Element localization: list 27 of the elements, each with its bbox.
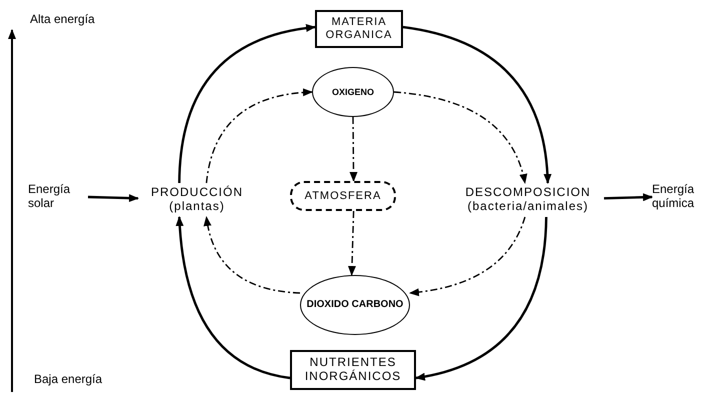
node-text: (plantas) bbox=[169, 200, 225, 214]
node-text: DESCOMPOSICION bbox=[465, 186, 591, 200]
arrow bbox=[348, 210, 356, 276]
node-text: Energía solar bbox=[28, 183, 72, 211]
arrow bbox=[409, 216, 526, 296]
arrow bbox=[394, 91, 527, 184]
process-box bbox=[290, 350, 416, 390]
arrow bbox=[206, 88, 313, 184]
arrow bbox=[604, 193, 653, 202]
arrow bbox=[204, 216, 300, 294]
arrow bbox=[88, 194, 139, 202]
axis-label: Alta energía bbox=[30, 12, 95, 26]
arrow bbox=[350, 117, 358, 182]
node-label: OXIGENO bbox=[332, 86, 374, 98]
node-text: Energía química bbox=[652, 183, 696, 211]
arrow bbox=[176, 216, 290, 380]
arrow bbox=[178, 24, 316, 184]
node-text: (bacteria/animales) bbox=[467, 200, 589, 214]
arrow bbox=[402, 26, 552, 184]
node-label: MATERIA ORGANICA bbox=[324, 16, 394, 42]
node-label: DIOXIDO CARBONO bbox=[306, 299, 404, 311]
node-label: ATMOSFERA bbox=[304, 190, 382, 202]
axis-label: Baja energía bbox=[34, 372, 102, 386]
node-text: PRODUCCIÓN bbox=[150, 186, 243, 200]
process-box bbox=[315, 10, 403, 48]
node-label: NUTRIENTES INORGÁNICOS bbox=[304, 356, 402, 384]
arrow bbox=[415, 216, 548, 380]
